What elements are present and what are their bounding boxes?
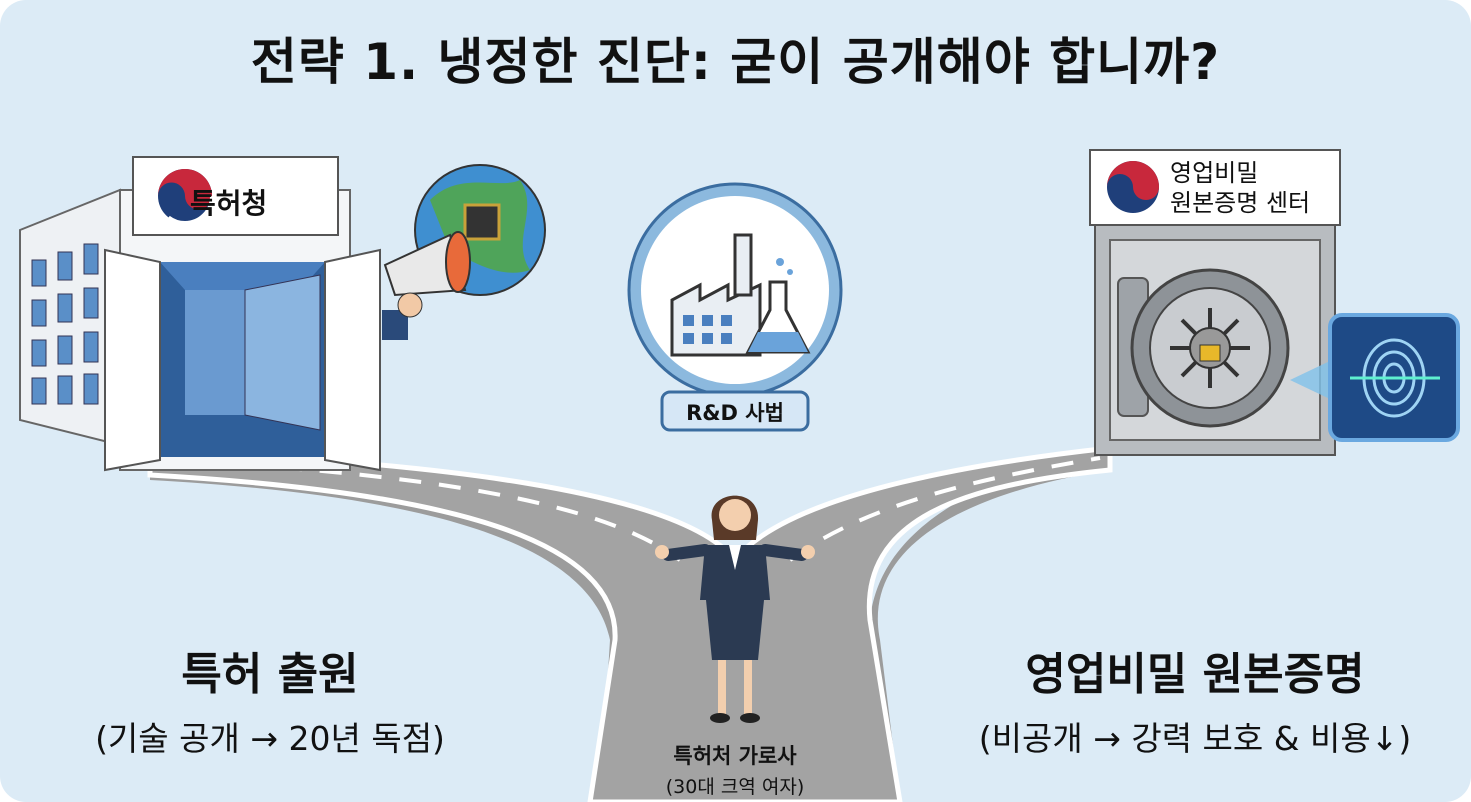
- government-emblem-icon: [1107, 161, 1159, 213]
- megaphone-globe-icon: [382, 164, 546, 340]
- rnd-lab-icon: [627, 182, 843, 432]
- patent-office-label: 특허청: [190, 187, 268, 220]
- sign-line-1: 영업비밀: [1170, 159, 1259, 187]
- road-fork: [147, 445, 1113, 802]
- government-emblem-icon: [156, 167, 214, 225]
- consultant-figure: [655, 495, 815, 723]
- trade-secret-center-label: 영업비밀 원본증명 센터: [1170, 158, 1310, 218]
- patent-heading: 특허 출원: [181, 649, 359, 700]
- patent-detail: (기술 공개 → 20년 독점): [95, 719, 445, 758]
- trade-secret-heading: 영업비밀 원본증명: [1025, 649, 1365, 700]
- sign-line-2: 원본증명 센터: [1170, 189, 1311, 217]
- person-note: (30대 크역 여자): [665, 776, 805, 798]
- fingerprint-scanner-icon: [1290, 313, 1460, 442]
- person-name: 특허처 가로사: [673, 744, 797, 768]
- rnd-badge: [660, 390, 810, 432]
- trade-secret-detail: (비공개 → 강력 보호 & 비용↓): [978, 719, 1412, 758]
- rnd-badge-label: R&D 사법: [686, 401, 784, 425]
- lock-icon: [1199, 344, 1221, 362]
- page-title: 전략 1. 냉정한 진단: 굳이 공개해야 합니까?: [250, 33, 1221, 91]
- patent-office-building: [19, 156, 381, 472]
